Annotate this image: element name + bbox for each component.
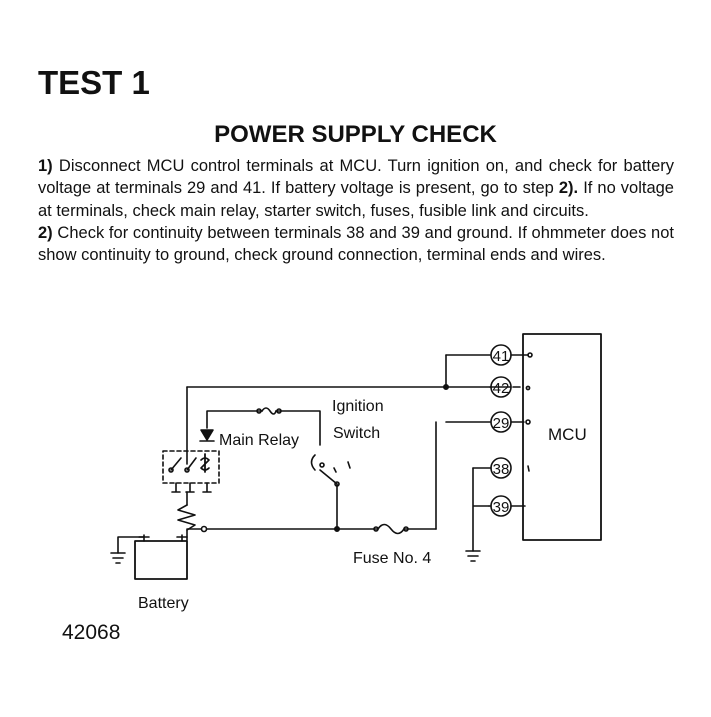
step-1-text-after: If no voltage at terminals, check main r… (38, 179, 674, 220)
ignition-switch (310, 454, 351, 531)
terminal-42-label: 42 (493, 380, 510, 397)
step-2-text: Check for continuity between terminals 3… (38, 223, 674, 265)
mcu-box (522, 333, 602, 541)
terminal-41-label: 41 (493, 348, 510, 365)
battery (110, 534, 188, 580)
terminal-41 (445, 344, 533, 366)
step-1: 1) Disconnect MCU control terminals at M… (38, 155, 674, 222)
step-2: 2) Check for continuity between terminal… (38, 222, 674, 267)
ignition-label: Ignition (332, 398, 384, 415)
step-1-ref: 2). (558, 179, 579, 198)
terminal-29 (445, 411, 531, 433)
terminal-39-label: 39 (493, 499, 510, 516)
step-1-text: Disconnect MCU control terminals at MCU.… (38, 157, 674, 198)
terminal-38-label: 38 (493, 461, 510, 478)
instructions: 1) Disconnect MCU control terminals at M… (38, 155, 674, 266)
relay-contacts (168, 450, 212, 493)
terminal-38 (472, 457, 530, 479)
wire-ignition (206, 410, 321, 446)
main-relay-box (162, 450, 220, 484)
fuse-label: Fuse No. 4 (353, 550, 431, 567)
step-2-number: 2) (38, 223, 53, 242)
step-1-number: 1) (38, 157, 53, 175)
main-relay-label: Main Relay (219, 432, 299, 449)
section-title: POWER SUPPLY CHECK (214, 121, 497, 148)
battery-label: Battery (138, 595, 189, 612)
terminal-42 (489, 376, 531, 398)
diode (200, 429, 214, 441)
switch-label: Switch (333, 425, 380, 442)
mcu-label: MCU (548, 425, 587, 444)
terminal-29-label: 29 (493, 415, 510, 432)
ground-symbol (465, 550, 481, 562)
wire-ground (472, 467, 490, 552)
fusible-link (177, 491, 208, 541)
figure-number: 42068 (62, 621, 121, 644)
test-title: TEST 1 (38, 64, 150, 101)
